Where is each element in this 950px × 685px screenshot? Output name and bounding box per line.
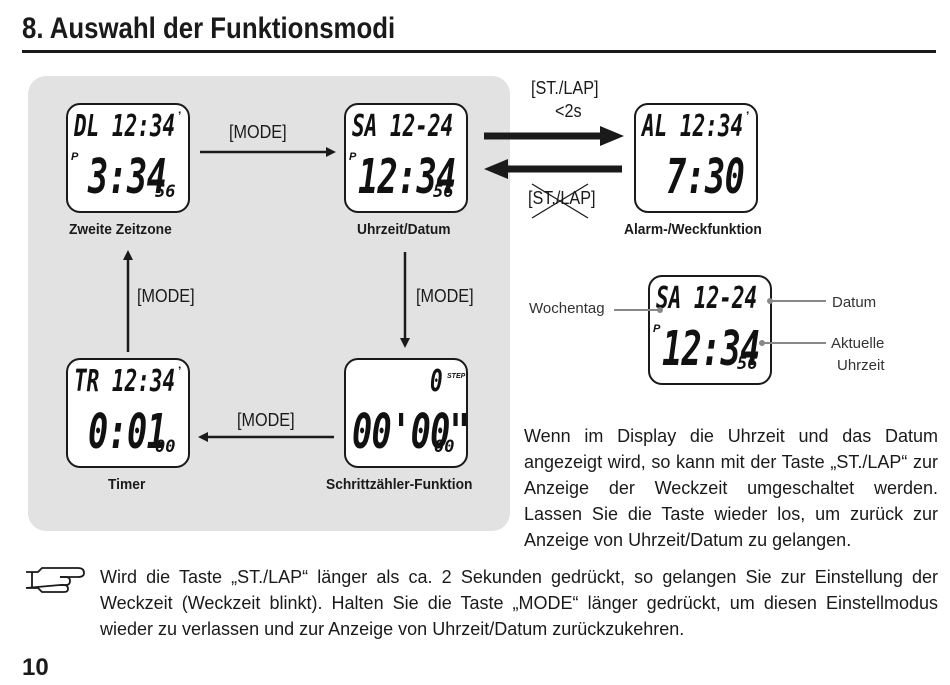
- watch-top-row: SA 12-24: [656, 281, 758, 316]
- watch-diagram: SA 12-24 P 12:34 56: [648, 275, 772, 385]
- watch-top-row: AL 12:34: [642, 109, 744, 144]
- arrow-mode-left-head: [198, 432, 208, 442]
- title-rule: [22, 50, 936, 53]
- caption-alarm: Alarm-/Weckfunktion: [624, 221, 762, 238]
- page-title: 8. Auswahl der Funktionsmodi: [22, 12, 396, 45]
- caption-timer: Timer: [108, 476, 146, 493]
- label-mode-right: [MODE]: [416, 286, 474, 306]
- label-current-time-1: Aktuelle: [831, 335, 885, 352]
- description-paragraph: Wenn im Display die Uhrzeit und das Datu…: [524, 426, 938, 550]
- watch-hundredths: 00: [155, 437, 176, 457]
- pm-indicator: P: [653, 323, 661, 335]
- caption-pedometer: Schrittzähler-Funktion: [326, 476, 473, 493]
- connector-weekday-dot: [657, 307, 663, 313]
- watch-main-time: 7:30: [666, 149, 745, 205]
- pm-indicator: P: [349, 151, 357, 163]
- watch-main-time: 3:34: [88, 149, 167, 205]
- label-stlap-press: [ST./LAP]: [531, 78, 599, 98]
- tick-mark: ’: [746, 109, 750, 123]
- arrow-mode-down-head: [400, 338, 410, 348]
- watch-pedometer: 0 STEP 00'00" 00: [344, 358, 470, 468]
- arrow-mode-up-head: [123, 250, 133, 260]
- page-number: 10: [22, 654, 49, 681]
- label-current-time-2: Uhrzeit: [837, 357, 885, 374]
- watch-main-time: 12:34: [662, 321, 760, 377]
- pointing-hand-icon: [25, 567, 85, 593]
- note-paragraph: Wird die Taste „ST./LAP“ länger als ca. …: [100, 567, 938, 639]
- label-date: Datum: [832, 294, 877, 311]
- watch-main-time: 0:01: [88, 404, 167, 460]
- watch-alarm: AL 12:34 ’ 7:30: [634, 103, 758, 213]
- label-mode-bottom: [MODE]: [237, 410, 295, 430]
- watch-seconds: 56: [155, 182, 176, 202]
- arrow-stlap-right-head: [600, 126, 624, 146]
- watch-second-timezone: DL 12:34 ’ P 3:34 56: [66, 103, 190, 213]
- step-count: 0: [430, 364, 443, 399]
- tick-mark: ’: [178, 109, 182, 123]
- pm-indicator: P: [71, 151, 79, 163]
- arrow-stlap-left-head: [484, 159, 508, 179]
- step-label: STEP: [447, 373, 466, 380]
- connector-date-dot: [767, 298, 773, 304]
- label-mode-top: [MODE]: [229, 122, 287, 142]
- watch-seconds: 56: [433, 182, 454, 202]
- watch-top-row: TR 12:34: [74, 364, 176, 399]
- watch-main-time: 12:34: [358, 149, 456, 205]
- arrow-mode-right-head: [326, 147, 336, 157]
- watch-top-row: SA 12-24: [352, 109, 454, 144]
- caption-second-timezone: Zweite Zeitzone: [69, 221, 172, 238]
- caption-time-date: Uhrzeit/Datum: [357, 221, 451, 238]
- watch-time-date: SA 12-24 P 12:34 56: [344, 103, 468, 213]
- label-stlap-release: [ST./LAP]: [528, 188, 596, 208]
- label-hold-time: <2s: [555, 101, 582, 121]
- watch-timer: TR 12:34 ’ 0:01 00: [66, 358, 190, 468]
- watch-hundredths: 00: [434, 437, 455, 457]
- watch-top-row: DL 12:34: [74, 109, 176, 144]
- cross-line-2: [531, 183, 589, 219]
- tick-mark: ’: [178, 364, 182, 378]
- watch-seconds: 56: [737, 354, 758, 374]
- watch-main-time: 00'00": [352, 404, 470, 460]
- connector-time-dot: [759, 340, 765, 346]
- label-mode-left: [MODE]: [137, 286, 195, 306]
- label-weekday: Wochentag: [529, 300, 605, 317]
